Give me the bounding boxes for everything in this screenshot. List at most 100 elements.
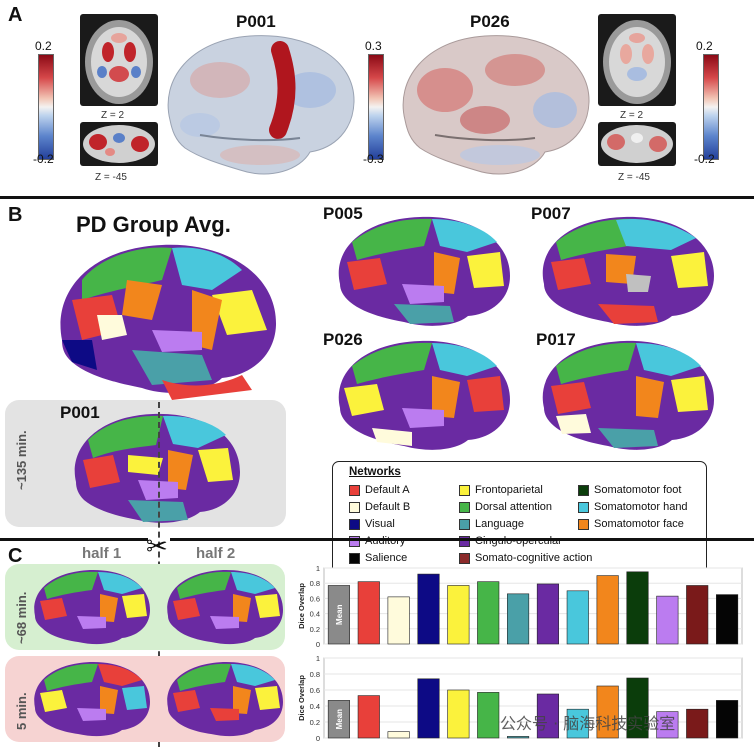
- bar: [656, 711, 679, 739]
- legend-swatch: [349, 484, 360, 496]
- legend-swatch: [459, 552, 470, 564]
- bar: [357, 695, 380, 739]
- legend-swatch: [459, 484, 470, 496]
- divider-b-c-right: [170, 538, 754, 541]
- y-tick-label: 0.2: [310, 625, 320, 634]
- bar: [327, 700, 350, 739]
- legend-item-somato-cognitive: Somato-cognitive action: [459, 552, 592, 564]
- colorbar-right-max: 0.2: [696, 39, 713, 53]
- bar: [716, 700, 739, 739]
- z-label-left-cereb: Z = -45: [95, 172, 127, 183]
- brain-parcellation-group-avg: [60, 244, 277, 400]
- bar: [357, 581, 380, 645]
- legend-swatch: [578, 501, 589, 513]
- brain-surface-p001-a: [167, 35, 355, 175]
- brain-half1-68min: [34, 569, 151, 645]
- brain-half2-5min: [167, 661, 283, 737]
- bar: [327, 585, 350, 645]
- bar: [417, 573, 440, 645]
- bar: [686, 585, 709, 645]
- legend-item-dorsal-attention: Dorsal attention: [459, 501, 552, 513]
- brain-parcellation-p005: [338, 216, 510, 326]
- legend-item-somatomotor-hand: Somatomotor hand: [578, 501, 688, 513]
- time-label-68: ~68 min.: [14, 591, 29, 644]
- brain-surface-p026-a: [402, 35, 590, 175]
- colorbar-right-min: -0.2: [694, 152, 715, 166]
- bar: [507, 593, 530, 645]
- legend-swatch: [578, 518, 589, 530]
- network-legend: Networks Default A Default B Visual Audi…: [332, 461, 707, 577]
- y-tick-label: 1: [316, 564, 320, 573]
- bar: [686, 708, 709, 739]
- brain-parcellation-p001: [74, 413, 240, 523]
- brain-half2-68min: [167, 569, 283, 645]
- legend-item-somatomotor-face: Somatomotor face: [578, 518, 684, 530]
- z-label-right-cereb: Z = -45: [618, 172, 650, 183]
- legend-swatch: [349, 535, 360, 547]
- colorbar-right: [703, 54, 719, 160]
- y-tick-label: 0.4: [310, 702, 320, 711]
- scissors-icon: ✂: [146, 532, 168, 562]
- y-tick-label: 0.8: [310, 670, 320, 679]
- brain-parcellation-p026: [338, 340, 510, 450]
- z-label-left-axial: Z = 2: [101, 110, 125, 121]
- legend-swatch: [578, 484, 589, 496]
- legend-swatch: [349, 552, 360, 564]
- bar: [477, 692, 500, 739]
- y-tick-label: 0: [316, 640, 320, 649]
- legend-item-language: Language: [459, 518, 524, 530]
- cerebellum-slice-right: [598, 122, 676, 166]
- panel-letter-b: B: [8, 204, 23, 226]
- legend-swatch: [459, 518, 470, 530]
- cerebellum-slice-left-image: [83, 125, 155, 163]
- bar: [656, 595, 679, 645]
- plot-area: [323, 567, 743, 645]
- legend-item-default-b: Default B: [349, 501, 410, 513]
- colorbar-left-min: -0.2: [33, 152, 54, 166]
- colorbar-left: [38, 54, 54, 160]
- z-label-right-axial: Z = 2: [620, 110, 644, 121]
- bar: [626, 677, 649, 739]
- legend-item-auditory: Auditory: [349, 535, 405, 547]
- axial-slice-right: [598, 14, 676, 106]
- divider-a-b: [0, 196, 754, 199]
- bar: [566, 590, 589, 645]
- panel-letter-a: A: [8, 4, 23, 26]
- panel-letter-c: C: [8, 545, 23, 567]
- legend-swatch: [459, 535, 470, 547]
- bar: [566, 708, 589, 739]
- subject-label-p001-a: P001: [236, 12, 276, 31]
- subject-label-p026-a: P026: [470, 12, 510, 31]
- mean-bar-label: Mean: [335, 604, 344, 625]
- legend-item-visual: Visual: [349, 518, 395, 530]
- bar: [387, 596, 410, 645]
- bar: [716, 594, 739, 645]
- legend-item-default-a: Default A: [349, 484, 410, 496]
- half1-label: half 1: [82, 545, 122, 562]
- y-axis-label: Dice Overlap: [297, 583, 306, 629]
- y-tick-label: 0: [316, 734, 320, 743]
- bar: [596, 685, 619, 739]
- colorbar-mid-max: 0.3: [365, 39, 382, 53]
- colorbar-left-max: 0.2: [35, 39, 52, 53]
- bar: [536, 693, 559, 739]
- legend-swatch: [459, 501, 470, 513]
- y-tick-label: 1: [316, 654, 320, 663]
- time-label-135: ~135 min.: [14, 430, 29, 490]
- legend-item-salience: Salience: [349, 552, 407, 564]
- bar: [447, 585, 470, 645]
- legend-item-frontoparietal: Frontoparietal: [459, 484, 543, 496]
- brain-parcellation-p017: [542, 340, 714, 450]
- legend-title: Networks: [349, 466, 401, 478]
- bar: [387, 731, 410, 739]
- y-tick-label: 0.2: [310, 718, 320, 727]
- subject-label-p001-b: P001: [60, 403, 100, 422]
- bar: [507, 736, 530, 739]
- mean-bar-label: Mean: [335, 709, 344, 730]
- bar: [477, 581, 500, 645]
- y-tick-label: 0.4: [310, 610, 320, 619]
- time-label-5: 5 min.: [14, 692, 29, 730]
- bar: [536, 583, 559, 645]
- bar: [447, 689, 470, 739]
